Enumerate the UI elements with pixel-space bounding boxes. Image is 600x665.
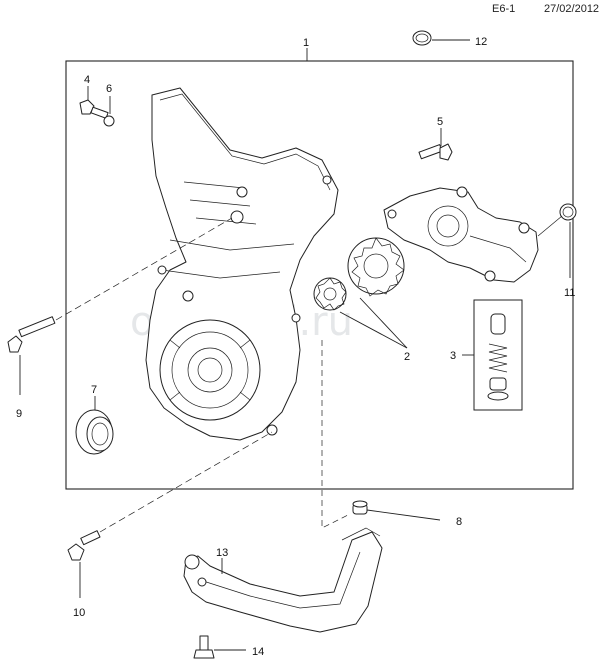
dowel-alignment-line bbox=[321, 340, 351, 529]
leader-8 bbox=[366, 509, 441, 521]
page-date: 27/02/2012 bbox=[544, 3, 600, 15]
o-ring-11-inner bbox=[562, 206, 574, 218]
o-ring-11 bbox=[559, 203, 577, 221]
o-ring-12 bbox=[412, 30, 432, 46]
callout-4: 4 bbox=[84, 74, 90, 86]
bolt-9-axis bbox=[55, 217, 233, 321]
oil-pickup-tube-13 bbox=[183, 527, 383, 633]
callout-13: 13 bbox=[216, 547, 228, 559]
o-ring-11-fit-line bbox=[537, 215, 563, 237]
washer-6 bbox=[103, 115, 115, 127]
callout-7: 7 bbox=[91, 384, 97, 396]
assembly-frame bbox=[65, 60, 574, 490]
callout-11: 11 bbox=[564, 287, 575, 299]
relief-valve-parts bbox=[487, 313, 509, 401]
callout-5: 5 bbox=[437, 116, 443, 128]
timing-cover bbox=[145, 87, 339, 441]
bolt-10-axis bbox=[99, 431, 273, 533]
callout-3: 3 bbox=[450, 350, 456, 362]
oil-pump-body bbox=[383, 186, 539, 283]
bolt-14 bbox=[193, 635, 215, 659]
seal-7 bbox=[75, 409, 114, 455]
callout-2: 2 bbox=[404, 351, 410, 363]
callout-12: 12 bbox=[475, 36, 487, 48]
callout-1: 1 bbox=[303, 37, 309, 49]
leader-2b bbox=[339, 311, 408, 349]
callout-10: 10 bbox=[73, 607, 85, 619]
callout-14: 14 bbox=[252, 646, 264, 658]
bolt-5 bbox=[418, 143, 453, 161]
o-ring-12-inner bbox=[415, 33, 429, 43]
bolt-9 bbox=[7, 316, 56, 353]
page-id: E6-1 bbox=[492, 3, 516, 15]
bolt-4 bbox=[79, 99, 109, 119]
leader-2a bbox=[359, 297, 408, 349]
callout-8: 8 bbox=[456, 516, 462, 528]
dowel-8 bbox=[352, 500, 368, 515]
callout-9: 9 bbox=[16, 408, 22, 420]
oil-pump-rotors bbox=[313, 237, 405, 311]
callout-6: 6 bbox=[106, 83, 112, 95]
bolt-10 bbox=[67, 530, 101, 561]
